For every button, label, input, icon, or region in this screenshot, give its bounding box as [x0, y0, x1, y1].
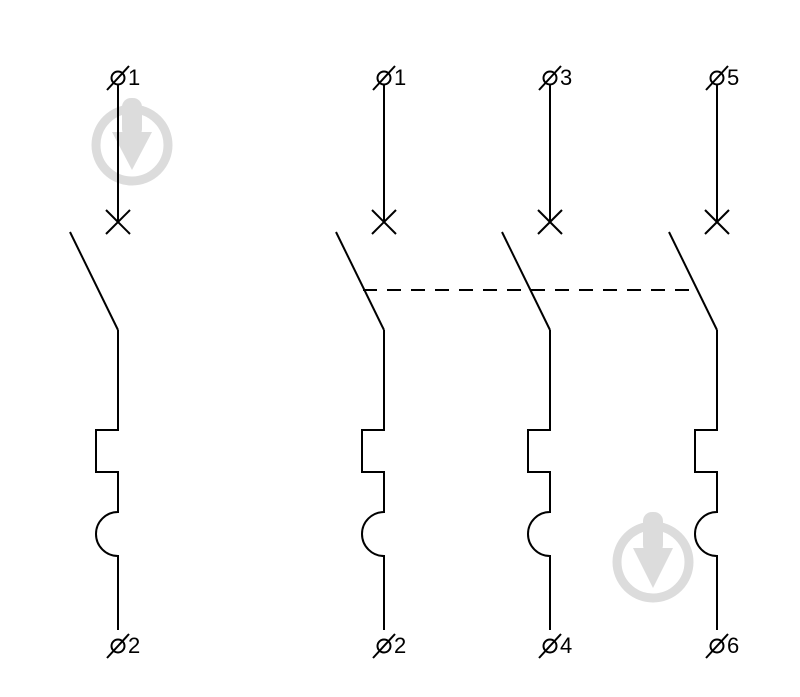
pole [335, 65, 397, 659]
switch-blade [668, 231, 718, 331]
watermark-download-icon [91, 98, 173, 186]
trip-elements [694, 330, 718, 630]
trip-elements [527, 330, 551, 630]
switch-blade [69, 231, 119, 331]
terminal-symbol [705, 65, 729, 91]
terminal-symbol [538, 633, 562, 659]
switch-blade [335, 231, 385, 331]
trip-elements [95, 330, 119, 630]
terminal-symbol [106, 65, 130, 91]
terminal-label: 2 [128, 633, 140, 658]
terminal-symbol [705, 633, 729, 659]
terminal-labels: 1 2 1 2 3 4 5 6 [128, 65, 739, 658]
contact-x [704, 209, 730, 235]
terminal-label: 6 [727, 633, 739, 658]
terminal-label: 4 [560, 633, 572, 658]
trip-elements [361, 330, 385, 630]
terminal-label: 2 [394, 633, 406, 658]
single-pole-breaker [69, 65, 131, 659]
switch-blade [501, 231, 551, 331]
three-pole-breaker [335, 65, 730, 659]
terminal-label: 1 [394, 65, 406, 90]
terminal-symbol [372, 633, 396, 659]
terminal-symbol [106, 633, 130, 659]
contact-x [371, 209, 397, 235]
terminal-symbol [372, 65, 396, 91]
contact-x [105, 209, 131, 235]
pole [501, 65, 563, 659]
terminal-symbol [538, 65, 562, 91]
contact-x [537, 209, 563, 235]
terminal-label: 1 [128, 65, 140, 90]
watermark-download-icon [612, 512, 694, 603]
terminal-label: 5 [727, 65, 739, 90]
pole [668, 65, 730, 659]
terminal-label: 3 [560, 65, 572, 90]
